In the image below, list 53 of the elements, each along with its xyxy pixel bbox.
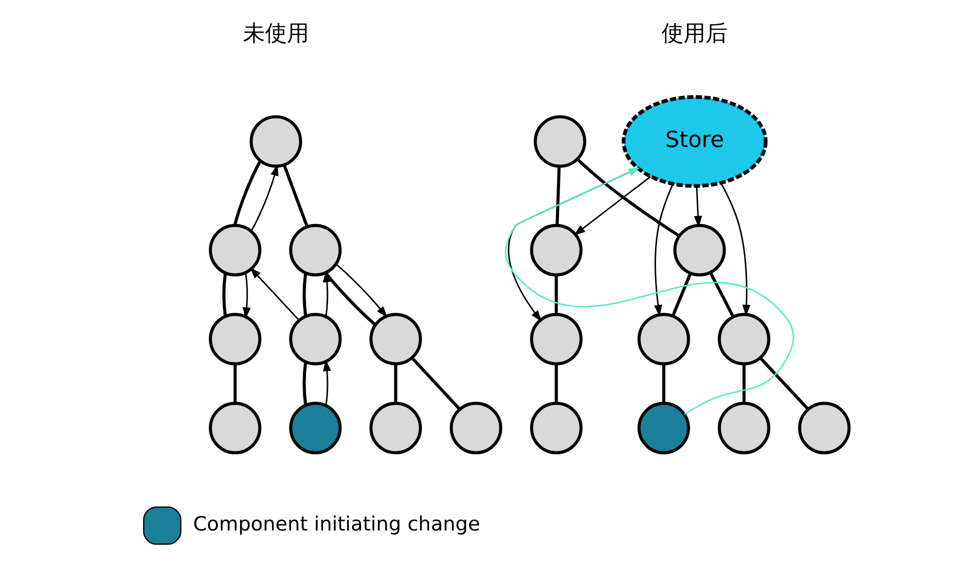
connector [234, 364, 237, 404]
connector [282, 164, 309, 228]
arrow [242, 272, 251, 319]
node-circle [289, 312, 342, 366]
arrow [720, 182, 750, 316]
connector [742, 364, 746, 404]
node-circle [638, 312, 690, 366]
node-circle [450, 402, 502, 454]
node-circle [369, 312, 422, 366]
legend-label: Component initiating change [193, 512, 480, 536]
connector [233, 160, 262, 226]
arrow [505, 168, 794, 415]
arrow [250, 267, 300, 321]
arrow [574, 176, 651, 236]
node-circle [673, 224, 726, 276]
node-circle [530, 224, 583, 276]
node-circle [208, 402, 262, 454]
connector [672, 272, 692, 316]
connector [410, 356, 461, 410]
label: 使用后 [662, 20, 728, 47]
connector [556, 166, 561, 226]
connector [394, 364, 398, 404]
node-circle [530, 402, 583, 454]
node-circle [718, 312, 770, 366]
arrow [250, 164, 279, 232]
arrow [322, 270, 332, 317]
connector [222, 273, 227, 317]
arrow [694, 186, 702, 228]
node-circle [718, 402, 770, 454]
connector [302, 273, 308, 317]
connector [324, 272, 376, 326]
arrow [322, 360, 332, 406]
node-circle [289, 224, 342, 276]
label: 未使用 [242, 20, 309, 47]
connector [554, 364, 558, 404]
connector [554, 275, 558, 314]
node-circle [208, 224, 262, 276]
node-circle [369, 402, 422, 454]
node-circle [208, 312, 262, 366]
node-circle [250, 115, 302, 168]
node-circle [534, 115, 586, 168]
connector [302, 362, 308, 406]
node-circle [798, 402, 851, 454]
node-circle [289, 402, 342, 454]
connector [662, 364, 666, 404]
node-circle [530, 312, 583, 366]
arrow [336, 264, 388, 318]
node-circle [638, 402, 690, 454]
node-ellipse: Store [622, 95, 768, 188]
connector [709, 272, 735, 318]
connector [759, 356, 810, 410]
arrow [654, 184, 674, 317]
connector [576, 158, 680, 238]
